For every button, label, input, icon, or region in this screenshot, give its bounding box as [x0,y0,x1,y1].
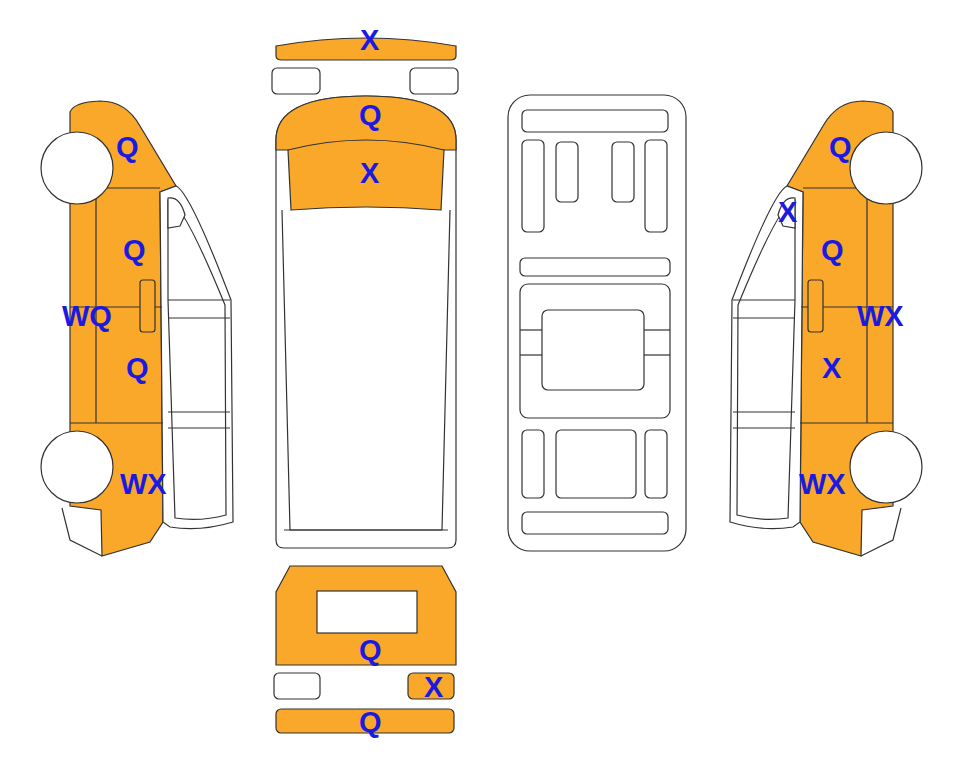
damage-code: Q [821,236,844,265]
damage-code: X [424,673,443,702]
damage-code: WX [799,470,846,499]
damage-code: X [360,26,379,55]
damage-code: Q [126,354,149,383]
damage-code: WX [857,302,904,331]
damage-code: X [778,198,797,227]
damage-code: Q [359,101,382,130]
damage-code: WX [120,470,167,499]
damage-code: Q [116,133,139,162]
damage-code: Q [359,636,382,665]
damage-code: Q [829,133,852,162]
damage-code: WQ [62,302,112,331]
damage-code: X [360,159,379,188]
damage-code: X [822,354,841,383]
damage-code: Q [359,708,382,737]
damage-code: Q [123,236,146,265]
